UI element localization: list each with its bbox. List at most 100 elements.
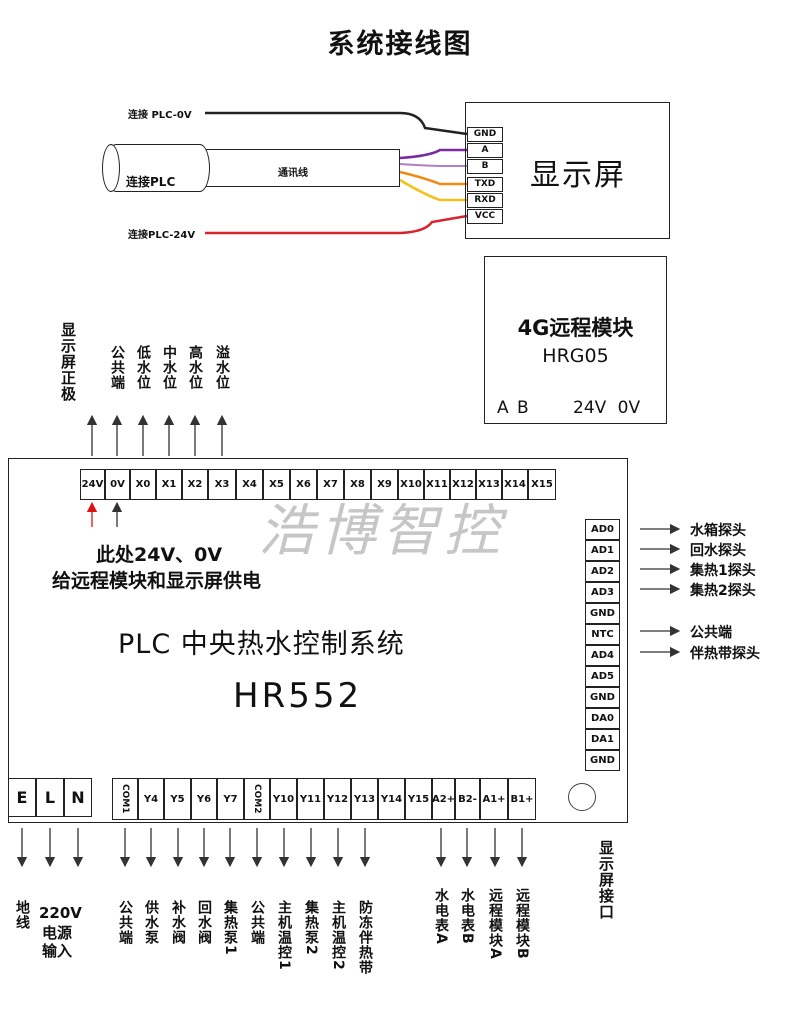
terminal-x10: X10 — [398, 469, 424, 500]
bottom-label-return-valve: 回水阀 — [196, 900, 212, 945]
terminal-com1: COM1 — [112, 778, 138, 820]
terminal-ad1: AD1 — [585, 540, 620, 561]
top-label-mid-level: 中水位 — [161, 345, 177, 390]
cable-label: 通讯线 — [278, 168, 308, 179]
terminal-gnd-1: GND — [585, 603, 620, 624]
diagram-title: 系统接线图 — [327, 29, 473, 60]
terminal-x0: X0 — [130, 469, 156, 500]
bottom-label-meter-b: 水电表B — [459, 888, 475, 945]
terminal-ad3: AD3 — [585, 582, 620, 603]
right-label-collector1-probe: 集热1探头 — [690, 563, 756, 579]
terminal-l: L — [36, 778, 64, 817]
bottom-label-ground: 地线 — [14, 900, 30, 930]
plc-box — [8, 458, 628, 823]
remote-module-title: 4G远程模块 — [517, 316, 634, 340]
terminal-x11: X11 — [424, 469, 450, 500]
terminal-y13: Y13 — [351, 778, 378, 820]
terminal-x12: X12 — [450, 469, 476, 500]
wire-b — [399, 163, 467, 167]
bottom-label-host-temp2: 主机温控2 — [330, 900, 346, 971]
terminal-y11: Y11 — [297, 778, 324, 820]
bottom-label-220v: 220V — [39, 904, 82, 922]
wire-label-plc-0v: 连接 PLC-0V — [128, 110, 192, 121]
top-label-common: 公共端 — [109, 345, 125, 390]
terminal-e: E — [8, 778, 36, 817]
watermark: 浩博智控 — [258, 499, 506, 564]
terminal-x5: X5 — [263, 469, 290, 500]
cable-connector — [106, 144, 210, 192]
terminal-x1: X1 — [156, 469, 182, 500]
terminal-x3: X3 — [208, 469, 236, 500]
terminal-x15: X15 — [528, 469, 556, 500]
remote-module-box — [484, 256, 667, 424]
terminal-n: N — [64, 778, 92, 817]
cable-connector-end — [102, 144, 120, 192]
wire-a — [399, 148, 467, 160]
terminal-y15: Y15 — [405, 778, 432, 820]
wire-vcc — [205, 214, 468, 235]
top-label-low-level: 低水位 — [135, 345, 151, 390]
bottom-label-remote-b: 远程模块B — [514, 888, 530, 960]
terminal-com2: COM2 — [244, 778, 270, 820]
bottom-label-makeup-valve: 补水阀 — [170, 900, 186, 945]
wire-label-plc-24v: 连接PLC-24V — [128, 230, 196, 241]
terminal-x2: X2 — [182, 469, 208, 500]
power-note-line1: 此处24V、0V — [96, 544, 223, 566]
terminal-y14: Y14 — [378, 778, 405, 820]
bottom-label-remote-a: 远程模块A — [487, 888, 503, 960]
terminal-a1-plus: A1+ — [480, 778, 508, 820]
terminal-ad2: AD2 — [585, 561, 620, 582]
top-label-display-positive: 显示屏正极 — [59, 322, 77, 402]
terminal-0v: 0V — [105, 469, 130, 500]
terminal-x4: X4 — [236, 469, 263, 500]
wire-gnd — [205, 111, 468, 136]
remote-module-ab-terminals: A B — [497, 398, 529, 418]
bottom-label-collector-pump1: 集热泵1 — [222, 900, 238, 956]
terminal-ad5: AD5 — [585, 666, 620, 687]
bottom-label-supply-pump: 供水泵 — [143, 900, 159, 945]
display-terminal-gnd: GND — [467, 127, 503, 142]
bottom-label-host-temp1: 主机温控1 — [276, 900, 292, 971]
terminal-b1-plus: B1+ — [508, 778, 536, 820]
bottom-label-common2: 公共端 — [249, 900, 265, 945]
top-label-overflow: 溢水位 — [214, 345, 230, 390]
wire-rxd — [399, 178, 467, 202]
right-label-heat-tape-probe: 伴热带探头 — [690, 646, 760, 662]
terminal-gnd-3: GND — [585, 750, 620, 771]
terminal-x9: X9 — [371, 469, 398, 500]
bottom-label-antifreeze-tape: 防冻伴热带 — [357, 900, 373, 975]
bottom-label-power: 电源 — [42, 924, 73, 942]
terminal-x13: X13 — [476, 469, 502, 500]
display-terminal-txd: TXD — [467, 177, 503, 192]
terminal-x6: X6 — [290, 469, 317, 500]
terminal-da0: DA0 — [585, 708, 620, 729]
remote-module-power-terminals: 24V 0V — [573, 398, 641, 418]
right-label-tank-probe: 水箱探头 — [690, 523, 746, 539]
display-terminal-b: B — [467, 159, 503, 174]
terminal-y10: Y10 — [270, 778, 297, 820]
display-port-connector — [568, 783, 596, 811]
terminal-ad0: AD0 — [585, 519, 620, 540]
right-label-collector2-probe: 集热2探头 — [690, 583, 756, 599]
plc-name: PLC 中央热水控制系统 — [118, 629, 405, 660]
terminal-a2-plus: A2+ — [432, 778, 455, 820]
terminal-gnd-2: GND — [585, 687, 620, 708]
display-terminal-vcc: VCC — [467, 209, 503, 224]
display-screen-name: 显示屏 — [530, 158, 626, 193]
terminal-x7: X7 — [317, 469, 344, 500]
remote-module-model: HRG05 — [542, 345, 609, 367]
bottom-label-input: 输入 — [42, 942, 73, 960]
terminal-ad4: AD4 — [585, 645, 620, 666]
cable-body — [205, 149, 400, 187]
right-label-return-probe: 回水探头 — [690, 543, 746, 559]
terminal-x8: X8 — [344, 469, 371, 500]
plc-model: HR552 — [233, 676, 363, 716]
terminal-y7: Y7 — [217, 778, 244, 820]
terminal-y4: Y4 — [138, 778, 164, 820]
wire-txd — [399, 170, 467, 186]
display-port-label: 显示屏接口 — [597, 840, 615, 920]
bottom-label-common1: 公共端 — [117, 900, 133, 945]
display-terminal-rxd: RXD — [467, 193, 503, 208]
terminal-y12: Y12 — [324, 778, 351, 820]
terminal-b2-minus: B2- — [455, 778, 480, 820]
